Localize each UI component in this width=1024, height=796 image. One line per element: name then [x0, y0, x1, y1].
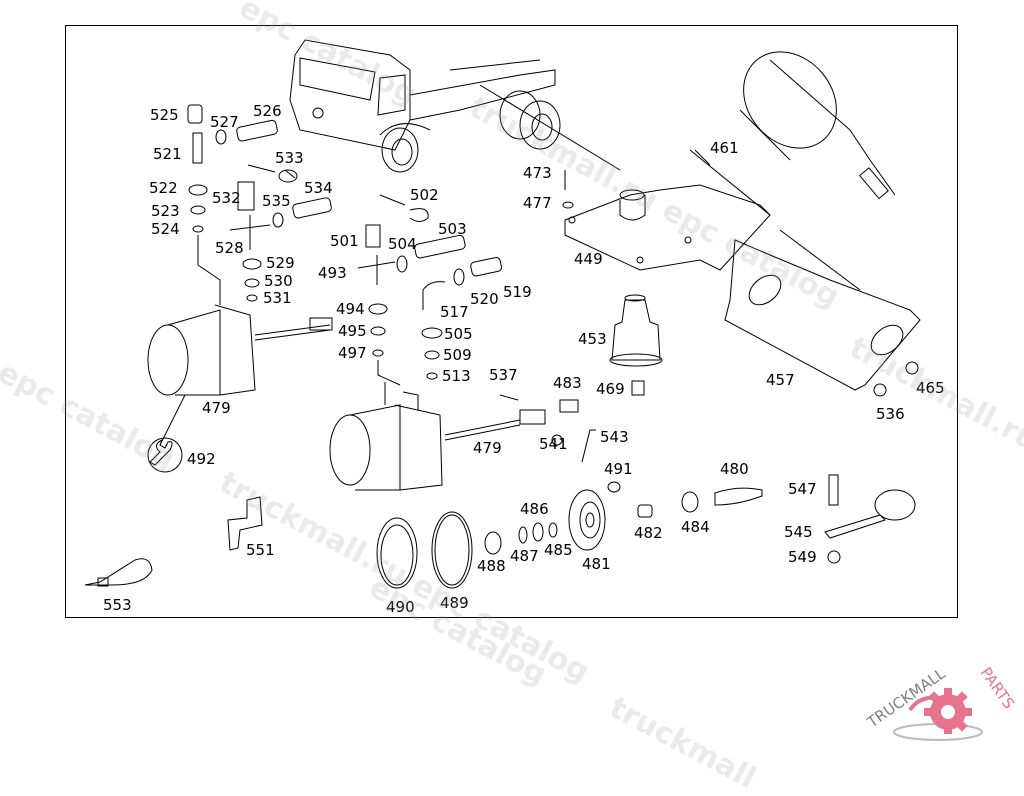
part-label-453[interactable]: 453 — [578, 330, 607, 348]
part-label-493[interactable]: 493 — [318, 264, 347, 282]
gear-logo-icon: TRUCKMALL PARTS — [863, 664, 1018, 741]
part-label-491[interactable]: 491 — [604, 460, 633, 478]
bracket-551 — [227, 496, 263, 551]
cable-tie-553 — [84, 558, 153, 587]
part-label-482[interactable]: 482 — [634, 524, 663, 542]
part-label-525[interactable]: 525 — [150, 106, 179, 124]
boot-453 — [609, 294, 663, 367]
part-label-523[interactable]: 523 — [151, 202, 180, 220]
part-label-502[interactable]: 502 — [410, 186, 439, 204]
part-label-543[interactable]: 543 — [600, 428, 629, 446]
part-label-477[interactable]: 477 — [523, 194, 552, 212]
small-parts-right — [607, 474, 916, 564]
part-label-469[interactable]: 469 — [596, 380, 625, 398]
seal-rings — [376, 489, 606, 589]
part-label-490[interactable]: 490 — [386, 598, 415, 616]
part-label-487[interactable]: 487 — [510, 547, 539, 565]
part-label-461[interactable]: 461 — [710, 139, 739, 157]
brake-chamber-left — [147, 304, 333, 446]
part-label-449[interactable]: 449 — [574, 250, 603, 268]
part-label-531[interactable]: 531 — [263, 289, 292, 307]
part-label-479[interactable]: 479 — [202, 399, 231, 417]
part-label-513[interactable]: 513 — [442, 367, 471, 385]
brake-chamber-right — [329, 382, 546, 491]
part-label-527[interactable]: 527 — [210, 113, 239, 131]
part-label-480[interactable]: 480 — [720, 460, 749, 478]
logo-text-parts: PARTS — [977, 664, 1018, 712]
part-label-504[interactable]: 504 — [388, 235, 417, 253]
diagram-frame — [65, 25, 958, 618]
part-label-535[interactable]: 535 — [262, 192, 291, 210]
part-label-489[interactable]: 489 — [440, 594, 469, 612]
part-label-484[interactable]: 484 — [681, 518, 710, 536]
part-label-509[interactable]: 509 — [443, 346, 472, 364]
exploded-parts-drawing — [84, 39, 921, 589]
spring-brake-cylinder-top — [739, 51, 896, 200]
part-label-534[interactable]: 534 — [304, 179, 333, 197]
fittings-left — [187, 104, 332, 305]
part-label-532[interactable]: 532 — [212, 189, 241, 207]
part-label-488[interactable]: 488 — [477, 557, 506, 575]
part-label-545[interactable]: 545 — [784, 523, 813, 541]
part-label-473[interactable]: 473 — [523, 164, 552, 182]
part-label-465[interactable]: 465 — [916, 379, 945, 397]
part-label-501[interactable]: 501 — [330, 232, 359, 250]
part-label-528[interactable]: 528 — [215, 239, 244, 257]
part-label-492[interactable]: 492 — [187, 450, 216, 468]
part-label-457[interactable]: 457 — [766, 371, 795, 389]
bracket-449 — [564, 149, 771, 271]
truckmall-parts-logo: TRUCKMALL PARTS — [850, 650, 1024, 750]
part-label-526[interactable]: 526 — [253, 102, 282, 120]
part-label-547[interactable]: 547 — [788, 480, 817, 498]
part-label-479[interactable]: 479 — [473, 439, 502, 457]
part-label-551[interactable]: 551 — [246, 541, 275, 559]
part-label-549[interactable]: 549 — [788, 548, 817, 566]
part-label-481[interactable]: 481 — [582, 555, 611, 573]
fittings-center — [357, 149, 919, 463]
truck-illustration — [289, 39, 621, 173]
part-label-553[interactable]: 553 — [103, 596, 132, 614]
part-label-497[interactable]: 497 — [338, 344, 367, 362]
part-label-494[interactable]: 494 — [336, 300, 365, 318]
part-label-522[interactable]: 522 — [149, 179, 178, 197]
part-label-541[interactable]: 541 — [539, 435, 568, 453]
part-label-503[interactable]: 503 — [438, 220, 467, 238]
part-label-536[interactable]: 536 — [876, 405, 905, 423]
part-label-483[interactable]: 483 — [553, 374, 582, 392]
mounting-plate-457 — [724, 229, 921, 391]
wrench-symbol-492 — [147, 437, 183, 473]
part-label-519[interactable]: 519 — [503, 283, 532, 301]
part-label-486[interactable]: 486 — [520, 500, 549, 518]
part-label-530[interactable]: 530 — [264, 272, 293, 290]
part-label-524[interactable]: 524 — [151, 220, 180, 238]
part-label-529[interactable]: 529 — [266, 254, 295, 272]
part-label-505[interactable]: 505 — [444, 325, 473, 343]
part-label-485[interactable]: 485 — [544, 541, 573, 559]
part-label-533[interactable]: 533 — [275, 149, 304, 167]
part-label-537[interactable]: 537 — [489, 366, 518, 384]
part-label-517[interactable]: 517 — [440, 303, 469, 321]
part-label-495[interactable]: 495 — [338, 322, 367, 340]
part-label-521[interactable]: 521 — [153, 145, 182, 163]
part-label-520[interactable]: 520 — [470, 290, 499, 308]
